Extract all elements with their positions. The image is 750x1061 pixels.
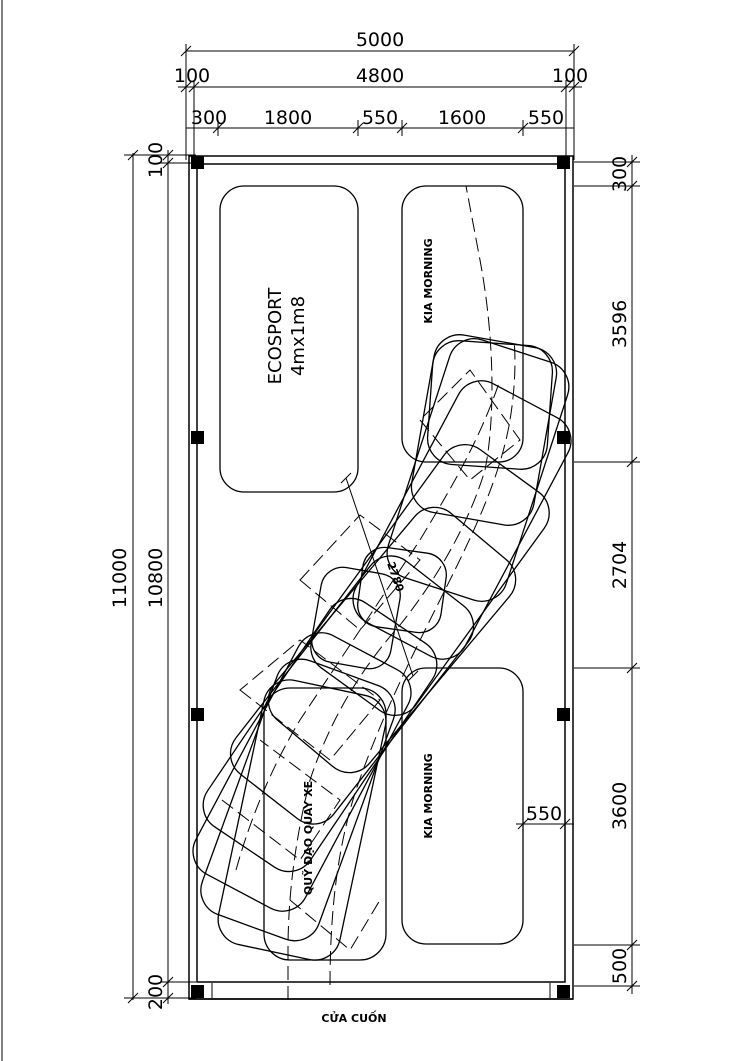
dim-top-row-3: 550 — [362, 107, 398, 129]
column — [557, 708, 570, 721]
column — [557, 431, 570, 444]
building-outline — [188, 155, 574, 1000]
dim-right-1: 300 — [609, 156, 631, 192]
dim-left-top: 100 — [145, 142, 167, 178]
dim-top-mid-right: 100 — [552, 65, 588, 87]
column — [191, 708, 204, 721]
structural-columns — [191, 156, 570, 998]
car-kia-morning-top: KIA MORNING — [401, 185, 524, 463]
column — [557, 985, 570, 998]
dim-inner-gap: 550 — [516, 803, 574, 830]
car-kia-morning-bottom-label: KIA MORNING — [422, 753, 435, 838]
dim-right-2: 3596 — [609, 300, 631, 348]
dim-top-row-2: 1800 — [264, 107, 312, 129]
dim-top-row-1: 300 — [191, 107, 227, 129]
dim-left-bottom: 200 — [145, 974, 167, 1010]
column — [191, 431, 204, 444]
dim-left-total: 11000 — [109, 548, 131, 608]
dim-top-mid-left: 100 — [174, 65, 210, 87]
top-dimensions: 5000 100 4800 100 300 1800 550 1600 550 — [174, 29, 588, 160]
dim-right-3: 2704 — [609, 541, 631, 589]
car-kia-morning-bottom: KIA MORNING — [401, 667, 524, 945]
column — [557, 156, 570, 169]
car-kia-morning-top-label: KIA MORNING — [422, 238, 435, 323]
car-ecosport-name: ECOSPORT — [265, 287, 286, 385]
car-ecosport: ECOSPORT 4mx1m8 — [219, 185, 359, 493]
turning-trajectory: 2780 QUỸ ĐẠO QUAY XE — [192, 185, 572, 1000]
dim-left-inner: 10800 — [145, 548, 167, 608]
dim-inner-gap-label: 550 — [526, 803, 562, 825]
dim-top-total: 5000 — [356, 29, 404, 51]
right-dimensions: 300 3596 2704 3600 500 — [574, 155, 640, 994]
column — [191, 156, 204, 169]
dim-right-5: 500 — [609, 948, 631, 984]
dim-right-4: 3600 — [609, 782, 631, 830]
dim-top-row-4: 1600 — [438, 107, 486, 129]
left-dimensions: 11000 100 10800 200 — [109, 142, 196, 1010]
car-ecosport-size: 4mx1m8 — [288, 296, 309, 376]
dim-top-row-5: 550 — [528, 107, 564, 129]
dim-top-mid-center: 4800 — [356, 65, 404, 87]
column — [191, 985, 204, 998]
trajectory-label: QUỸ ĐẠO QUAY XE — [302, 781, 315, 895]
door-label: CỬA CUỐN — [321, 1010, 386, 1025]
